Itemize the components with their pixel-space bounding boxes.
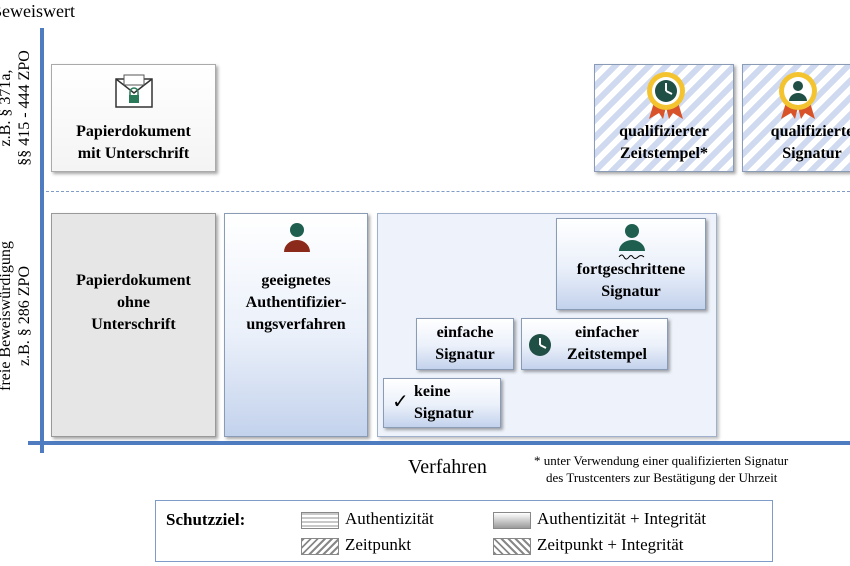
legend-swatch-zeitpunkt (301, 538, 339, 555)
legend-label: Authentizität + Integrität (537, 509, 707, 528)
box-qualifizierte-signatur: qualifizierte Signatur (742, 64, 850, 172)
legend-label: Zeitpunkt (345, 535, 412, 554)
legend-title: Schutzziel: (166, 510, 246, 529)
legend-label: Zeitpunkt + Integrität (537, 535, 684, 554)
legend-swatch-zeitpunkt-integritaet (493, 538, 531, 555)
legend-swatch-authentizitaet-integritaet (493, 512, 531, 529)
box-einfacher-zeitstempel: einfacher Zeitstempel (521, 318, 668, 370)
lower-level-label: freie Beweiswürdigung z.B. § 286 ZPO (0, 241, 33, 391)
rosette-seal-icon (647, 72, 685, 119)
rosette-seal-icon (779, 72, 817, 119)
legend: Schutzziel: Authentizität Authentizität … (155, 500, 773, 562)
box-papier-mit-unterschrift: Papierdokument mit Unterschrift (51, 64, 216, 172)
y-axis-title: Beweiswert (0, 1, 75, 21)
x-axis-title: Verfahren (408, 456, 487, 478)
box-papier-ohne-unterschrift: Papierdokument ohne Unterschrift (51, 213, 216, 437)
box-einfache-signatur: einfache Signatur (416, 318, 514, 370)
box-qualifizierter-zeitstempel: qualifizierter Zeitstempel* (594, 64, 734, 172)
handwritten-signature-icon (618, 224, 645, 260)
box-fortgeschrittene-signatur: fortgeschrittene Signatur (556, 218, 706, 310)
person-icon (284, 223, 310, 252)
clock-icon (529, 334, 551, 356)
legend-label: Authentizität (345, 509, 434, 528)
x-axis (28, 441, 850, 445)
sealed-envelope-icon (115, 74, 153, 108)
box-authentifizierungsverfahren: geeignetes Authentifizier- ungsverfahren (224, 213, 368, 437)
legend-swatch-authentizitaet (301, 512, 339, 529)
level-divider (46, 191, 850, 192)
upper-level-label: z.B. § 371a, §§ 415 - 444 ZPO (0, 50, 33, 166)
y-axis (40, 28, 44, 453)
check-icon: ✓ (392, 391, 409, 413)
box-keine-signatur: ✓ keine Signatur (383, 378, 501, 428)
footnote: * unter Verwendung einer qualifizierten … (534, 453, 789, 485)
